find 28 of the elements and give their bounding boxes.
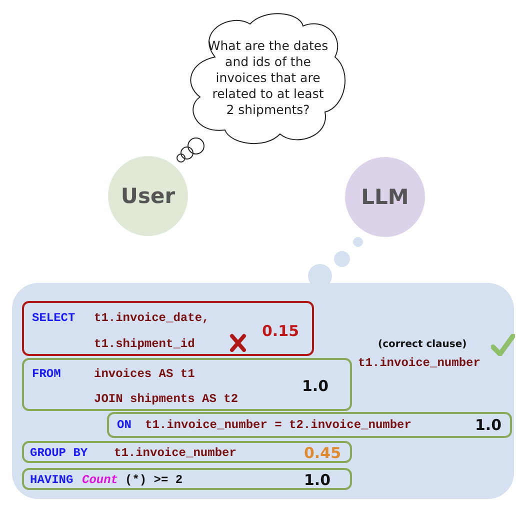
sql-code: t1.invoice_number <box>114 445 236 461</box>
score-value: 0.45 <box>304 445 342 461</box>
sql-code: invoices AS t1 <box>94 366 195 382</box>
score-value: 1.0 <box>302 378 329 394</box>
score-value: 0.15 <box>262 323 300 339</box>
sql-code: t1.shipment_id <box>94 336 195 352</box>
sql-code: Count <box>82 472 118 488</box>
sql-keyword: FROM <box>32 366 61 382</box>
sql-clause-box <box>107 412 512 438</box>
correct-clause-note: (correct clause) <box>378 338 467 352</box>
sql-keyword: HAVING <box>30 472 74 488</box>
sql-code: t1.invoice_number <box>358 355 480 371</box>
sql-clause-box <box>22 441 352 463</box>
score-value: 1.0 <box>304 472 331 488</box>
sql-code: t1.invoice_date, <box>94 310 210 326</box>
agent-label: User <box>120 184 176 208</box>
sql-code: t1.invoice_number = t2.invoice_number <box>145 417 412 433</box>
sql-code: (*) >= 2 <box>125 472 183 488</box>
sql-code: JOIN shipments AS t2 <box>94 391 238 407</box>
sql-keyword: GROUP BY <box>30 445 88 461</box>
sql-keyword: SELECT <box>32 310 76 326</box>
sql-clause-box <box>22 358 352 411</box>
agent-label: LLM <box>361 185 409 209</box>
sql-keyword: ON <box>117 417 132 433</box>
response-panel <box>12 283 514 499</box>
score-value: 1.0 <box>475 417 502 433</box>
sql-clause-box <box>22 301 314 356</box>
sql-clause-box <box>22 468 352 490</box>
